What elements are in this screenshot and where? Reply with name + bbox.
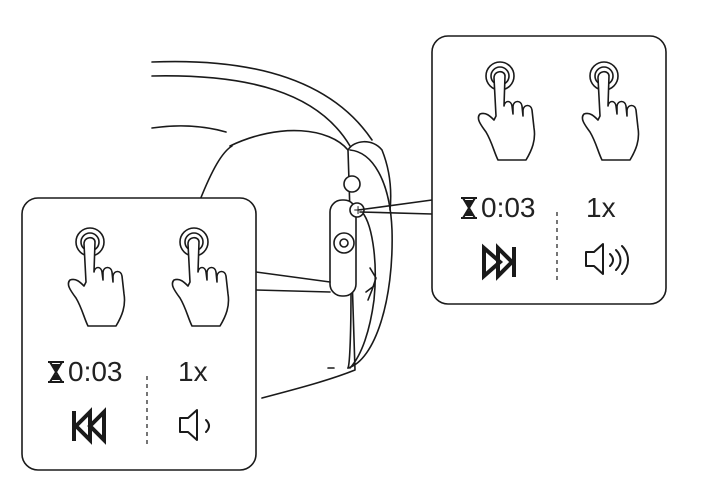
volume-up-button	[349, 202, 365, 218]
skip-back-icon	[72, 407, 106, 445]
hourglass-icon	[48, 361, 64, 383]
volume-down-icon	[179, 409, 210, 441]
top-hold-label: 0:03	[459, 193, 536, 223]
multifunction-button-dot	[339, 238, 349, 248]
bottom-callout-frame	[21, 197, 257, 471]
bottom-press-count: 1x	[178, 356, 208, 387]
bottom-callout-panel	[21, 197, 257, 471]
logo-mark	[365, 267, 377, 301]
bottom-hold-label: 0:03	[46, 357, 123, 387]
leader-line-bottom	[255, 271, 331, 283]
earcup-shell	[347, 149, 393, 369]
leader-line-top-2	[359, 211, 433, 215]
top-callout-frame	[431, 35, 667, 305]
earcup-rim	[349, 209, 377, 369]
headband-inner	[151, 75, 351, 147]
bottom-hold-duration: 0:03	[68, 356, 123, 387]
headband-lower	[151, 125, 227, 133]
hourglass-icon	[461, 197, 477, 219]
top-press-count: 1x	[586, 192, 616, 223]
headband	[151, 60, 373, 141]
leader-line-top	[357, 199, 433, 211]
headphone-illustration: +	[151, 60, 433, 399]
leader-line-bottom-2	[255, 289, 331, 293]
ear-cushion-inner	[199, 145, 233, 201]
top-callout-panel	[431, 35, 667, 305]
skip-forward-icon	[482, 243, 516, 281]
power-button	[343, 175, 361, 193]
multifunction-button	[333, 232, 355, 254]
volume-up-icon	[585, 243, 629, 275]
top-hold-duration: 0:03	[481, 192, 536, 223]
yoke	[347, 140, 392, 211]
